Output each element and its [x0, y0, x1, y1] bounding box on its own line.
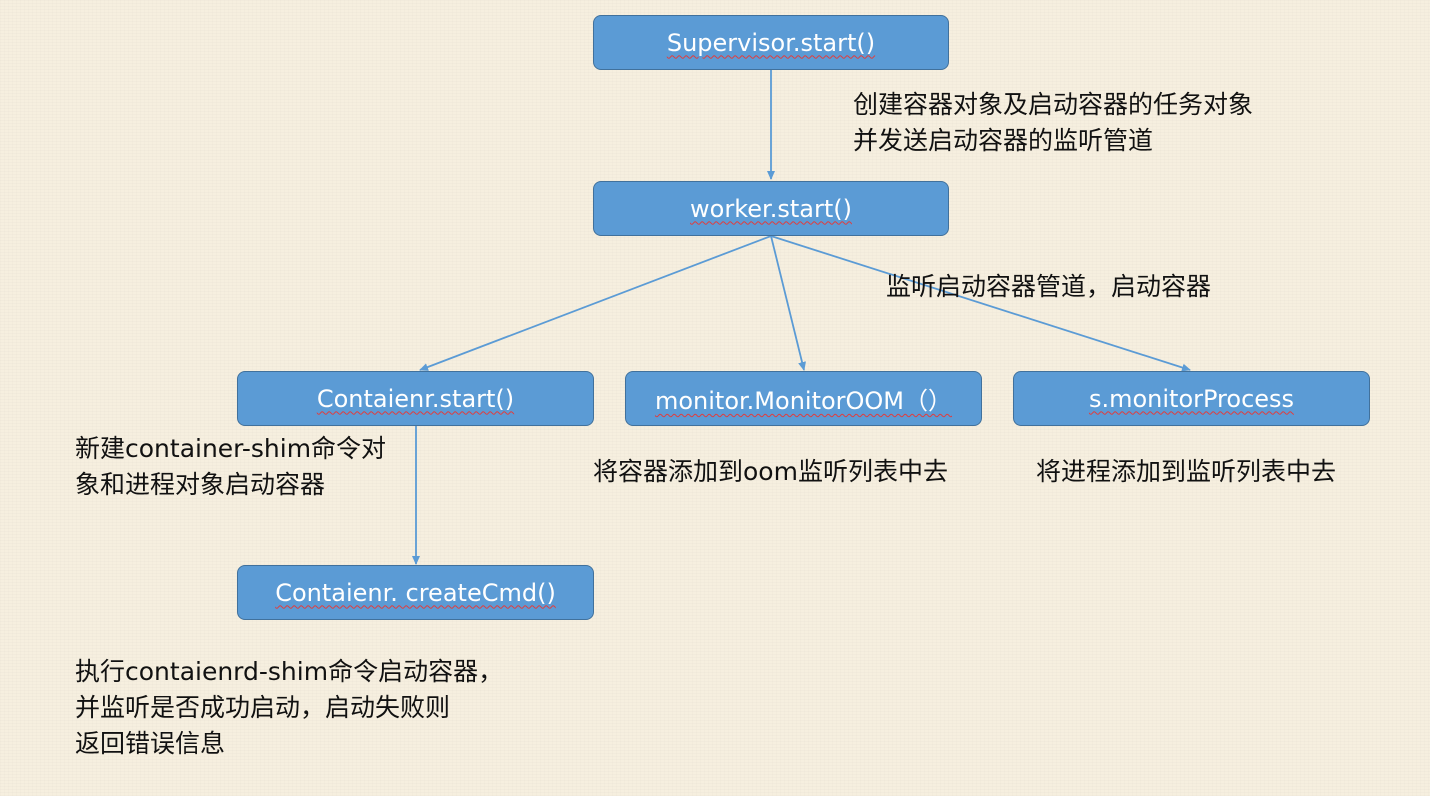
node-worker-start-label: worker.start() — [690, 194, 852, 223]
note-worker-fanout: 监听启动容器管道，启动容器 — [886, 269, 1211, 305]
note-line: 监听启动容器管道，启动容器 — [886, 272, 1212, 301]
note-container-start-desc: 新建container-shim命令对 象和进程对象启动容器 — [75, 431, 386, 503]
note-line: 并发送启动容器的监听管道 — [853, 126, 1154, 155]
node-monitor-process: s.monitorProcess — [1013, 371, 1370, 426]
note-line: 并监听是否成功启动，启动失败则 — [75, 693, 451, 722]
node-worker-start: worker.start() — [593, 181, 949, 236]
node-create-cmd: Contaienr. createCmd() — [237, 565, 594, 620]
note-line: 象和进程对象启动容器 — [75, 470, 326, 499]
node-create-cmd-label: Contaienr. createCmd() — [275, 578, 556, 607]
node-container-start-label: Contaienr.start() — [316, 384, 515, 413]
note-line: 创建容器对象及启动容器的任务对象 — [853, 90, 1254, 119]
note-line: 执行contaienrd-shim命令启动容器， — [75, 657, 504, 686]
node-supervisor-start-label: Supervisor.start() — [666, 28, 876, 57]
note-create-cmd-desc: 执行contaienrd-shim命令启动容器， 并监听是否成功启动，启动失败则… — [75, 654, 503, 762]
note-line: 新建container-shim命令对 — [75, 434, 387, 463]
node-monitor-oom-label: monitor.MonitorOOM（） — [654, 387, 953, 415]
note-line: 将进程添加到监听列表中去 — [1036, 457, 1337, 486]
note-line: 返回错误信息 — [75, 729, 226, 758]
node-monitor-oom: monitor.MonitorOOM（） — [625, 371, 982, 426]
node-supervisor-start: Supervisor.start() — [593, 15, 949, 70]
note-oom-desc: 将容器添加到oom监听列表中去 — [593, 454, 948, 490]
edge-worker-to-monitor-oom — [770, 235, 806, 371]
note-process-desc: 将进程添加到监听列表中去 — [1036, 454, 1336, 490]
edge-worker-to-container-start — [419, 235, 772, 371]
node-monitor-process-label: s.monitorProcess — [1088, 384, 1295, 413]
note-supervisor-to-worker: 创建容器对象及启动容器的任务对象 并发送启动容器的监听管道 — [853, 87, 1253, 159]
note-line: 将容器添加到oom监听列表中去 — [593, 457, 948, 486]
node-container-start: Contaienr.start() — [237, 371, 594, 426]
